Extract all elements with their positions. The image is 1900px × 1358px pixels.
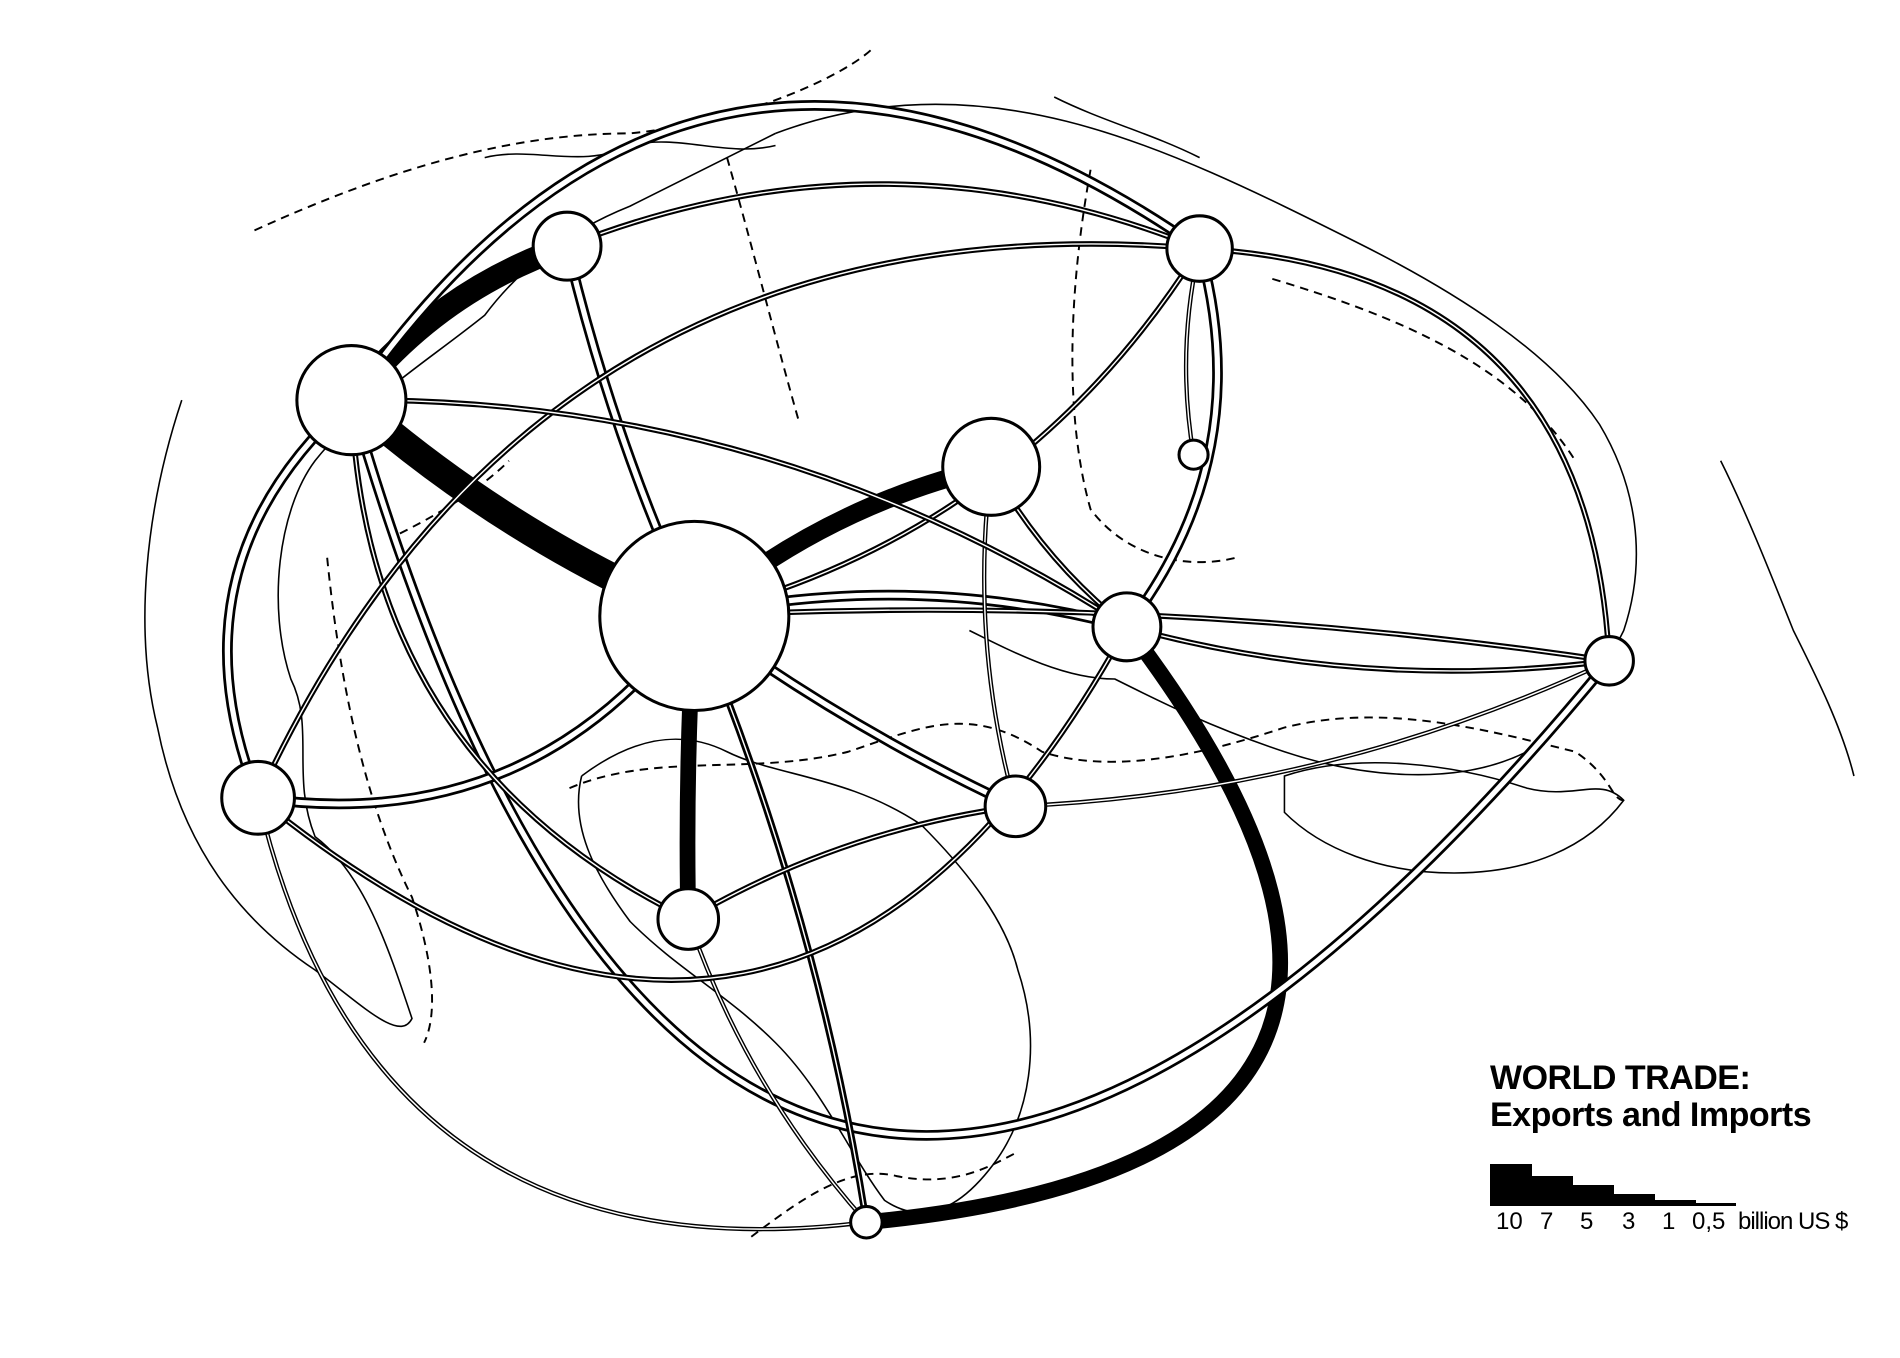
trade-flow-north-america-to-latin-america xyxy=(222,396,355,800)
trade-flow-southern-africa-to-latin-america xyxy=(256,797,867,1232)
flow-band xyxy=(255,241,1200,799)
flow-band-inner xyxy=(1199,247,1610,661)
scale-label: 10 xyxy=(1496,1208,1523,1235)
dashed-line xyxy=(254,47,874,232)
flow-band-inner xyxy=(351,399,1128,628)
trade-flow-middle-east-to-australia xyxy=(1126,624,1610,674)
flow-band-inner xyxy=(1015,660,1610,808)
region-node-japan xyxy=(1165,214,1234,283)
scale-label: 1 xyxy=(1662,1208,1676,1235)
dashed-line xyxy=(569,716,1624,802)
trade-flow-canada-to-japan xyxy=(566,181,1201,252)
flow-band-inner xyxy=(983,466,1017,807)
legend-width-scale xyxy=(1490,1164,1890,1206)
legend: WORLD TRADE: Exports and Imports 10 7 5 … xyxy=(1490,1060,1890,1236)
scale-step-7 xyxy=(1532,1176,1573,1206)
trade-flow-latin-america-to-japan xyxy=(255,241,1200,799)
trade-flow-north-america-to-australia xyxy=(346,398,1614,1141)
region-node-europe xyxy=(598,519,791,713)
flow-band-inner xyxy=(687,805,1016,920)
legend-title: WORLD TRADE: xyxy=(1490,1059,1751,1097)
flow-band-inner xyxy=(350,400,689,920)
scale-step-1 xyxy=(1655,1200,1696,1206)
region-node-east-asia-small xyxy=(1177,438,1210,471)
region-node-canada xyxy=(531,210,603,282)
trade-regions xyxy=(220,210,1635,1240)
legend-subtitle: Exports and Imports xyxy=(1490,1096,1812,1134)
flow-band xyxy=(982,466,1018,807)
flow-band-inner xyxy=(1126,626,1610,672)
region-node-latin-america xyxy=(220,759,296,836)
continent-outline-africa xyxy=(577,738,1032,1214)
trade-flows xyxy=(222,100,1614,1232)
flow-band-inner xyxy=(348,399,1612,1138)
trade-flow-middle-east-to-southern-africa xyxy=(865,622,1289,1231)
flow-band-inner xyxy=(257,797,867,1230)
trade-flow-japan-to-australia xyxy=(1199,245,1612,661)
flow-band-inner xyxy=(687,918,867,1223)
region-node-east-africa xyxy=(983,774,1048,839)
flow-band-inner xyxy=(566,183,1200,250)
scale-step-10 xyxy=(1490,1164,1532,1206)
region-node-southern-africa xyxy=(849,1204,884,1240)
flow-band xyxy=(686,803,1016,922)
continent-outline-eurasia xyxy=(775,103,1638,776)
scale-label: 7 xyxy=(1540,1208,1554,1235)
continent-outline-east xyxy=(1719,460,1855,777)
scale-unit: billion US $ xyxy=(1738,1208,1848,1235)
continent-outline-australia xyxy=(1283,761,1625,874)
scale-step-3 xyxy=(1614,1194,1655,1206)
region-node-middle-east xyxy=(1091,591,1163,663)
dashed-line xyxy=(726,157,801,425)
trade-boundary-dashed-lines xyxy=(254,47,1624,1238)
flow-band xyxy=(1199,245,1612,661)
trade-flow-west-africa-to-southern-africa xyxy=(686,918,868,1224)
flow-band xyxy=(1122,247,1223,631)
trade-flow-north-america-to-japan xyxy=(347,100,1203,404)
flow-band-inner xyxy=(257,243,1200,799)
flow-band xyxy=(865,622,1289,1231)
region-node-eastern-europe xyxy=(941,416,1042,517)
scale-label: 5 xyxy=(1580,1208,1594,1235)
flow-band-inner xyxy=(349,102,1202,402)
trade-flow-north-america-to-west-africa xyxy=(348,400,690,922)
dashed-line xyxy=(1071,169,1237,564)
legend-scale-labels: 10 7 5 3 1 0,5 billion US $ xyxy=(1490,1208,1890,1236)
trade-flow-east-africa-to-west-africa xyxy=(686,803,1016,922)
region-node-north-america xyxy=(295,344,408,457)
scale-label: 3 xyxy=(1622,1208,1636,1235)
trade-flow-japan-to-middle-east xyxy=(1122,247,1223,631)
trade-flow-eastern-europe-to-east-africa xyxy=(982,466,1018,807)
flow-band-inner xyxy=(224,398,354,799)
dashed-line xyxy=(750,1151,1019,1238)
dashed-line xyxy=(1272,277,1577,462)
scale-label: 0,5 xyxy=(1692,1208,1726,1235)
trade-flow-east-africa-to-australia xyxy=(1015,658,1611,809)
flow-band-inner xyxy=(1124,247,1221,629)
region-node-australia xyxy=(1583,635,1635,687)
flow-band xyxy=(1015,658,1611,809)
trade-flow-north-america-to-middle-east xyxy=(351,397,1129,630)
region-node-west-africa xyxy=(656,887,721,951)
scale-step-0-5 xyxy=(1696,1203,1736,1206)
scale-step-5 xyxy=(1573,1185,1614,1206)
